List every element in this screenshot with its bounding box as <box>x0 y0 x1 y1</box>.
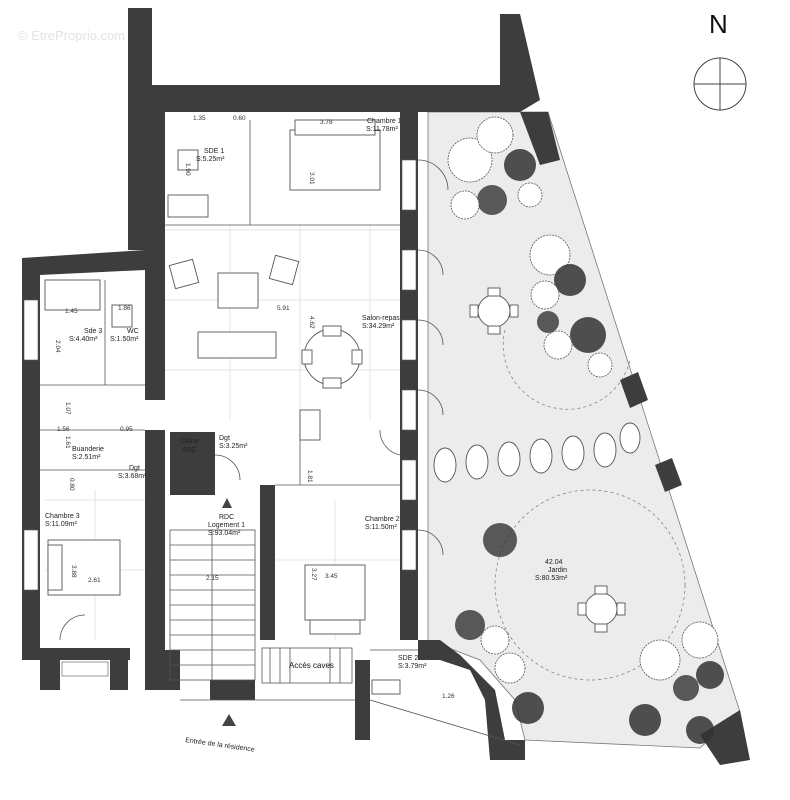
area-dgt-small: S:3.68m² <box>118 473 147 480</box>
area-chambre2: S:11.50m² <box>365 524 397 531</box>
armchair <box>268 254 300 286</box>
area-dgt: S:3.25m² <box>219 443 248 450</box>
dim-1-56: 1.56 <box>57 426 70 433</box>
sofa <box>197 331 277 359</box>
area-sde2: S:3.79m² <box>398 663 427 670</box>
dim-0-60: 0.60 <box>233 115 246 122</box>
label-logement: Logement 1 <box>208 522 245 529</box>
dim-1-07: 1.07 <box>64 402 71 415</box>
bed-chambre-2 <box>304 564 366 621</box>
label-dgt-small: Dgt <box>129 465 140 472</box>
bed-chambre-1 <box>289 129 381 191</box>
garden-table <box>584 592 618 626</box>
watermark: © EtreProprio.com <box>18 28 125 43</box>
garden-table <box>477 294 511 328</box>
dim-5-91: 5.91 <box>277 305 290 312</box>
dim-4-62: 4.62 <box>308 316 315 329</box>
dim-0-80: 0.80 <box>68 478 75 491</box>
label-sde3: Sde 3 <box>84 328 102 335</box>
label-buanderie: Buanderie <box>72 446 104 453</box>
label-chambre3: Chambre 3 <box>45 513 80 520</box>
label-rdc: RDC <box>219 514 234 521</box>
dim-2-15: 2.15 <box>206 575 219 582</box>
area-wc: S:1.50m² <box>110 336 139 343</box>
area-sde1: S:5.25m² <box>196 156 225 163</box>
label-chambre1: Chambre 1 <box>367 118 402 125</box>
dim-2-04: 2.04 <box>54 340 61 353</box>
bathtub <box>371 679 401 695</box>
dim-1-61: 1.61 <box>64 436 71 449</box>
area-jardin: S:80.53m² <box>535 575 568 582</box>
dim-3-01: 3.01 <box>308 172 315 185</box>
dim-2-61: 2.61 <box>88 577 101 584</box>
label-sde2: SDE 2 <box>398 655 418 662</box>
dim-3-27: 3.27 <box>310 568 317 581</box>
garden-features <box>433 116 724 744</box>
dim-1-26: 1.26 <box>442 693 455 700</box>
dim-3-88: 3.88 <box>70 565 77 578</box>
label-wc: WC <box>127 328 139 335</box>
dim-3-45: 3.45 <box>325 573 338 580</box>
dim-1-45: 1.45 <box>65 308 78 315</box>
label-gaine: Gaine <box>180 438 199 445</box>
label-jardin: Jardin <box>548 567 567 574</box>
furniture <box>44 119 401 695</box>
area-logement: S:93.04m² <box>208 530 241 537</box>
dimension-labels: 1.35 0.60 3.78 3.01 5.91 4.62 1.45 1.86 … <box>54 115 455 700</box>
label-gaine-sub: ASC <box>182 447 196 454</box>
label-acces-caves: Accès caves <box>289 661 334 670</box>
area-buanderie: S:2.51m² <box>72 454 101 461</box>
walls <box>22 8 750 765</box>
label-salon: Salon-repas <box>362 315 400 322</box>
area-salon: S:34.29m² <box>362 323 395 330</box>
label-sde1: SDE 1 <box>204 148 224 155</box>
staircase <box>169 529 353 684</box>
windows <box>23 159 417 677</box>
entrance-markers <box>180 498 521 746</box>
label-entrance: Entrée de la résidence <box>185 737 255 754</box>
dim-1-35: 1.35 <box>193 115 206 122</box>
area-sde3: S:4.40m² <box>69 336 98 343</box>
area-chambre1: S:11.78m² <box>366 126 398 133</box>
dim-3-78: 3.78 <box>320 119 333 126</box>
label-chambre2: Chambre 2 <box>365 516 400 523</box>
dim-1-90: 1.90 <box>184 163 191 176</box>
label-dgt: Dgt <box>219 435 230 442</box>
north-compass: N <box>693 9 747 111</box>
north-label: N <box>709 9 728 39</box>
area-chambre3: S:11.09m² <box>45 521 77 528</box>
dim-1-81: 1.81 <box>306 470 313 483</box>
coffee-table <box>217 272 259 309</box>
dim-0-95: 0.95 <box>120 426 133 433</box>
door-swings <box>59 159 449 641</box>
dim-1-86: 1.86 <box>118 305 131 312</box>
label-jardin-code: 42.04 <box>545 559 563 566</box>
armchair <box>168 258 200 290</box>
